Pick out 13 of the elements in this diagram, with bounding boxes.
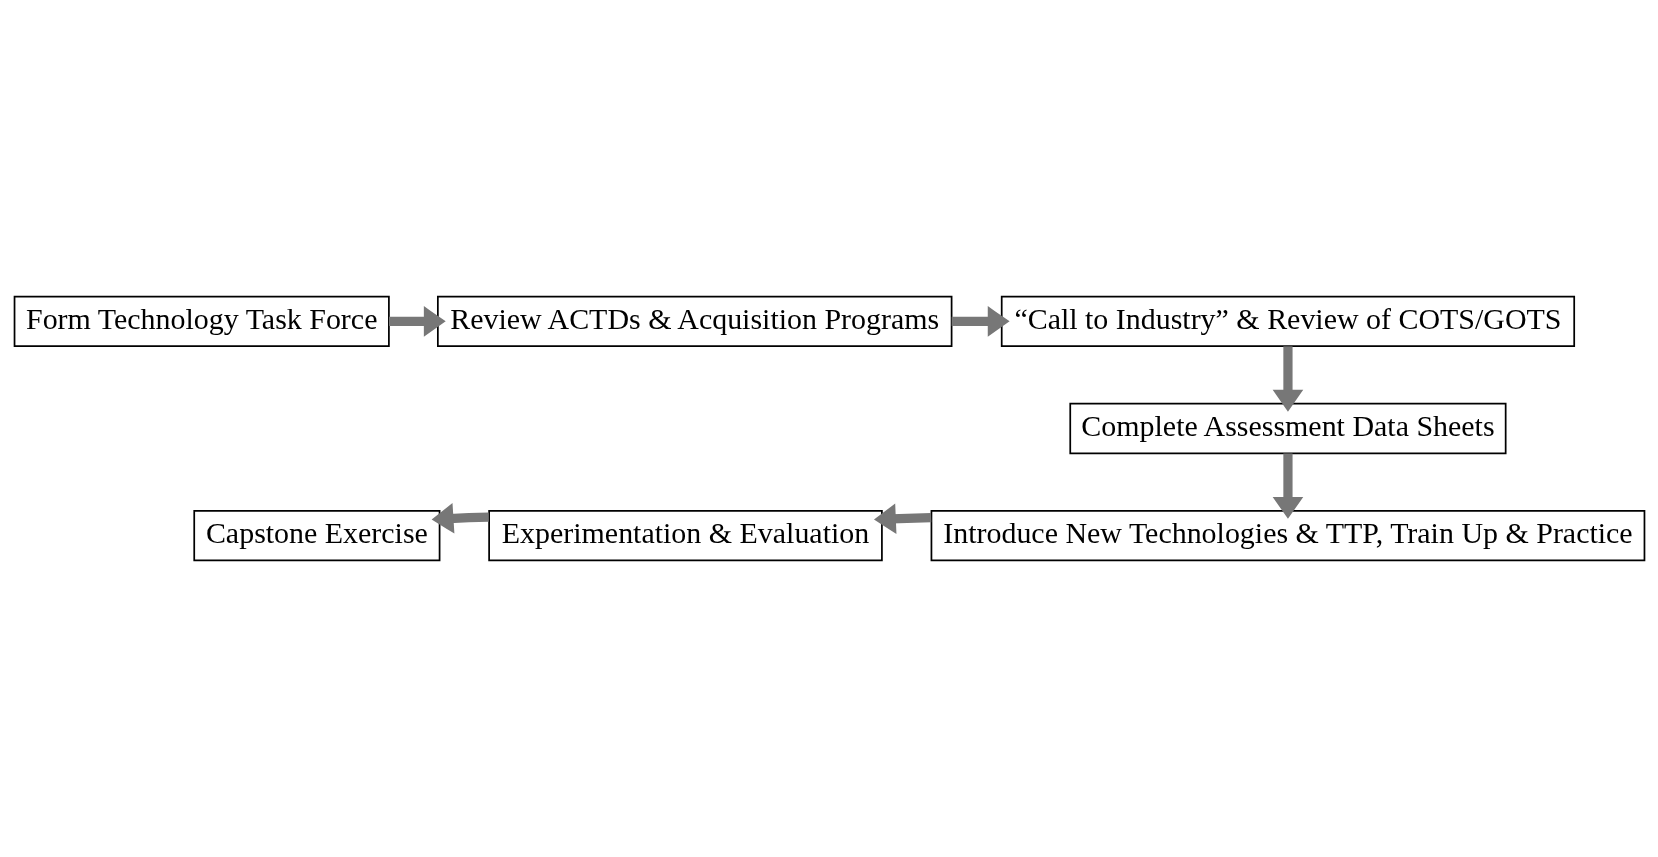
node-box: Form Technology Task Force [13, 295, 390, 347]
node-box: Capstone Exercise [192, 510, 440, 562]
node-box: Introduce New Technologies & TTP, Train Up & Practice [930, 510, 1645, 562]
node-box: Experimentation & Evaluation [487, 510, 883, 562]
arrow [951, 306, 1010, 337]
arrow [873, 503, 931, 535]
arrow [431, 503, 489, 534]
node-box: “Call to Industry” & Review of COTS/GOTS [1000, 295, 1575, 347]
node-box: Review ACTDs & Acquisition Programs [436, 295, 952, 347]
node-box: Complete Assessment Data Sheets [1068, 402, 1507, 455]
arrow [388, 306, 446, 337]
arrow [1272, 453, 1303, 519]
arrow [1272, 346, 1303, 412]
